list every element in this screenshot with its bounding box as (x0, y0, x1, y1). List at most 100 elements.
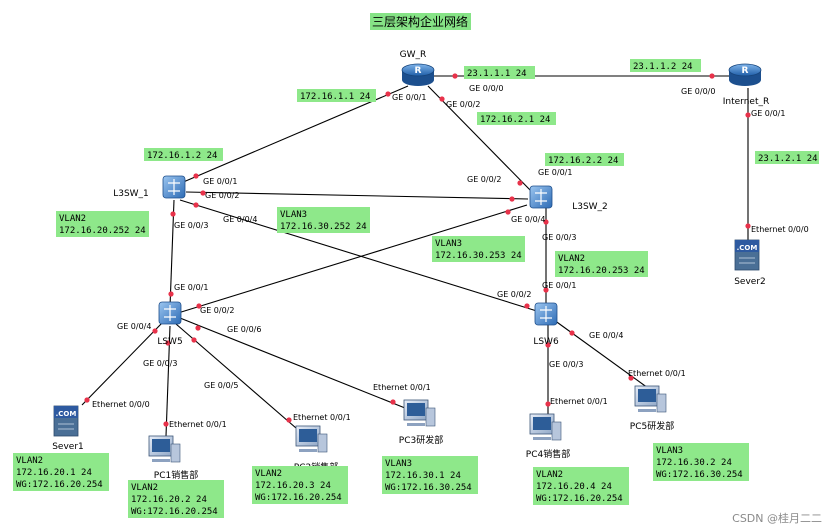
watermark: CSDN @桂月二二 (732, 511, 822, 525)
ip-line: 172.16.30.253 24 (435, 251, 522, 261)
switch-arrows (540, 306, 552, 322)
ip-label-gw-wan: 23.1.1.1 24 (464, 66, 535, 79)
port-dot (452, 73, 458, 79)
ip-line: 172.16.20.2 24 (131, 495, 207, 505)
port-dot (196, 303, 202, 309)
ip-label-bg (533, 467, 629, 505)
pc2[interactable]: PC2销售部 (294, 425, 338, 473)
ip-line: 172.16.20.1 24 (16, 468, 92, 478)
pc1[interactable]: PC1销售部 (148, 435, 198, 481)
router-icon: R (742, 66, 749, 76)
ip-line: WG:172.16.20.254 (131, 507, 218, 517)
pc-screen (299, 429, 317, 442)
port-label: Ethernet 0/0/1 (169, 420, 227, 429)
ip-label-pc2: VLAN2 172.16.20.3 24 WG:172.16.20.254 (252, 466, 348, 504)
ip-line: VLAN2 (558, 254, 585, 264)
port-label: GE 0/0/3 (549, 360, 583, 369)
pc-keyboard (152, 459, 170, 462)
ip-label-bg (630, 59, 701, 72)
pc-screen (152, 439, 170, 452)
ip-label-s1-up: 172.16.1.2 24 (144, 148, 223, 161)
ip-line: WG:172.16.20.254 (255, 493, 342, 503)
ip-line: VLAN2 (536, 470, 563, 480)
router-icon: R (415, 66, 422, 76)
ip-label-bg (477, 112, 556, 125)
switch-lsw6[interactable]: LSW6 (533, 302, 559, 347)
ip-line: VLAN3 (385, 459, 412, 469)
port-dot (505, 209, 511, 215)
pc-tower (170, 443, 181, 463)
ip-line: 172.16.1.1 24 (300, 92, 370, 102)
server-sever1[interactable]: .COM Sever1 (52, 405, 84, 452)
port-label: GE 0/0/1 (392, 93, 426, 102)
gw-router-label: GW_R (400, 50, 427, 60)
l3sw2-label: L3SW_2 (572, 202, 608, 212)
lsw6-label: LSW6 (533, 337, 559, 347)
link-lsw5-sever1 (81, 321, 164, 406)
port-dot (524, 303, 530, 309)
ip-label-bg (128, 480, 224, 518)
ip-line: 172.16.20.4 24 (536, 482, 612, 492)
server-sever2[interactable]: .COM Sever2 (734, 239, 766, 287)
port-label: GE 0/0/1 (542, 281, 576, 290)
pc5[interactable]: PC5研发部 (630, 385, 674, 432)
switch-lsw5[interactable]: LSW5 (157, 301, 183, 347)
port-label: GE 0/0/0 (469, 84, 503, 93)
link-l3sw1-lsw6 (179, 199, 541, 313)
ip-line: 23.1.2.1 24 (758, 154, 818, 164)
pc3[interactable]: PC3研发部 (399, 399, 443, 446)
port-label: GE 0/0/6 (227, 325, 261, 334)
gw-router[interactable]: R GW_R (400, 50, 435, 86)
router-top (728, 63, 762, 77)
port-label: Ethernet 0/0/1 (293, 413, 351, 422)
ip-label-pc4: VLAN2 172.16.20.4 24 WG:172.16.20.254 (533, 467, 629, 505)
server-top (735, 240, 759, 252)
switch-l3sw1[interactable]: L3SW_1 (113, 175, 186, 199)
port-dot (286, 417, 292, 423)
ip-line: WG:172.16.30.254 (385, 483, 472, 493)
pc3-label: PC3研发部 (399, 434, 443, 446)
switch-l3sw2[interactable]: L3SW_2 (529, 185, 608, 212)
port-dot (152, 328, 158, 334)
ip-label-pc1: VLAN2 172.16.20.2 24 WG:172.16.20.254 (128, 480, 224, 518)
ip-line: 23.1.1.1 24 (467, 69, 527, 79)
port-label: GE 0/0/5 (204, 381, 238, 390)
ip-line: VLAN3 (280, 210, 307, 220)
pc4-label: PC4销售部 (526, 448, 570, 460)
ip-label-bg (144, 148, 223, 161)
pc-tower (551, 421, 562, 441)
port-label: GE 0/0/3 (542, 233, 576, 242)
port-dot (170, 211, 176, 217)
sever1-label: Sever1 (52, 442, 84, 452)
ip-label-s2-vlan2: VLAN2 172.16.20.253 24 (555, 251, 648, 277)
internet-router[interactable]: R Internet_R (723, 63, 770, 107)
ip-line: 172.16.30.1 24 (385, 471, 461, 481)
ip-label-s1-vlan2: VLAN2 172.16.20.252 24 (56, 211, 149, 237)
ip-line: WG:172.16.20.254 (16, 480, 103, 490)
ip-line: VLAN3 (656, 446, 683, 456)
port-dots (84, 73, 751, 427)
port-dot (168, 291, 174, 297)
pc-screen (407, 403, 425, 416)
port-label: GE 0/0/3 (143, 359, 177, 368)
switch-arrows (164, 305, 176, 321)
port-dot (200, 190, 206, 196)
link-gw-l3sw1 (173, 85, 409, 187)
ip-line: VLAN3 (435, 239, 462, 249)
ip-line: 172.16.2.2 24 (548, 156, 618, 166)
switch-arrows (168, 179, 180, 195)
port-dot (545, 342, 551, 348)
pc-tower (656, 393, 667, 413)
ip-line: VLAN2 (131, 483, 158, 493)
pc4[interactable]: PC4销售部 (526, 413, 570, 460)
sever2-label: Sever2 (734, 277, 766, 287)
port-dot (385, 91, 391, 97)
ip-line: VLAN2 (16, 456, 43, 466)
port-label: Ethernet 0/0/0 (751, 225, 809, 234)
pc-screen (533, 417, 551, 430)
server-badge: .COM (737, 244, 758, 252)
port-label: GE 0/0/2 (497, 290, 531, 299)
lsw5-label: LSW5 (157, 337, 182, 347)
ip-label-gw-l2: 172.16.2.1 24 (477, 112, 556, 125)
port-dot (543, 219, 549, 225)
